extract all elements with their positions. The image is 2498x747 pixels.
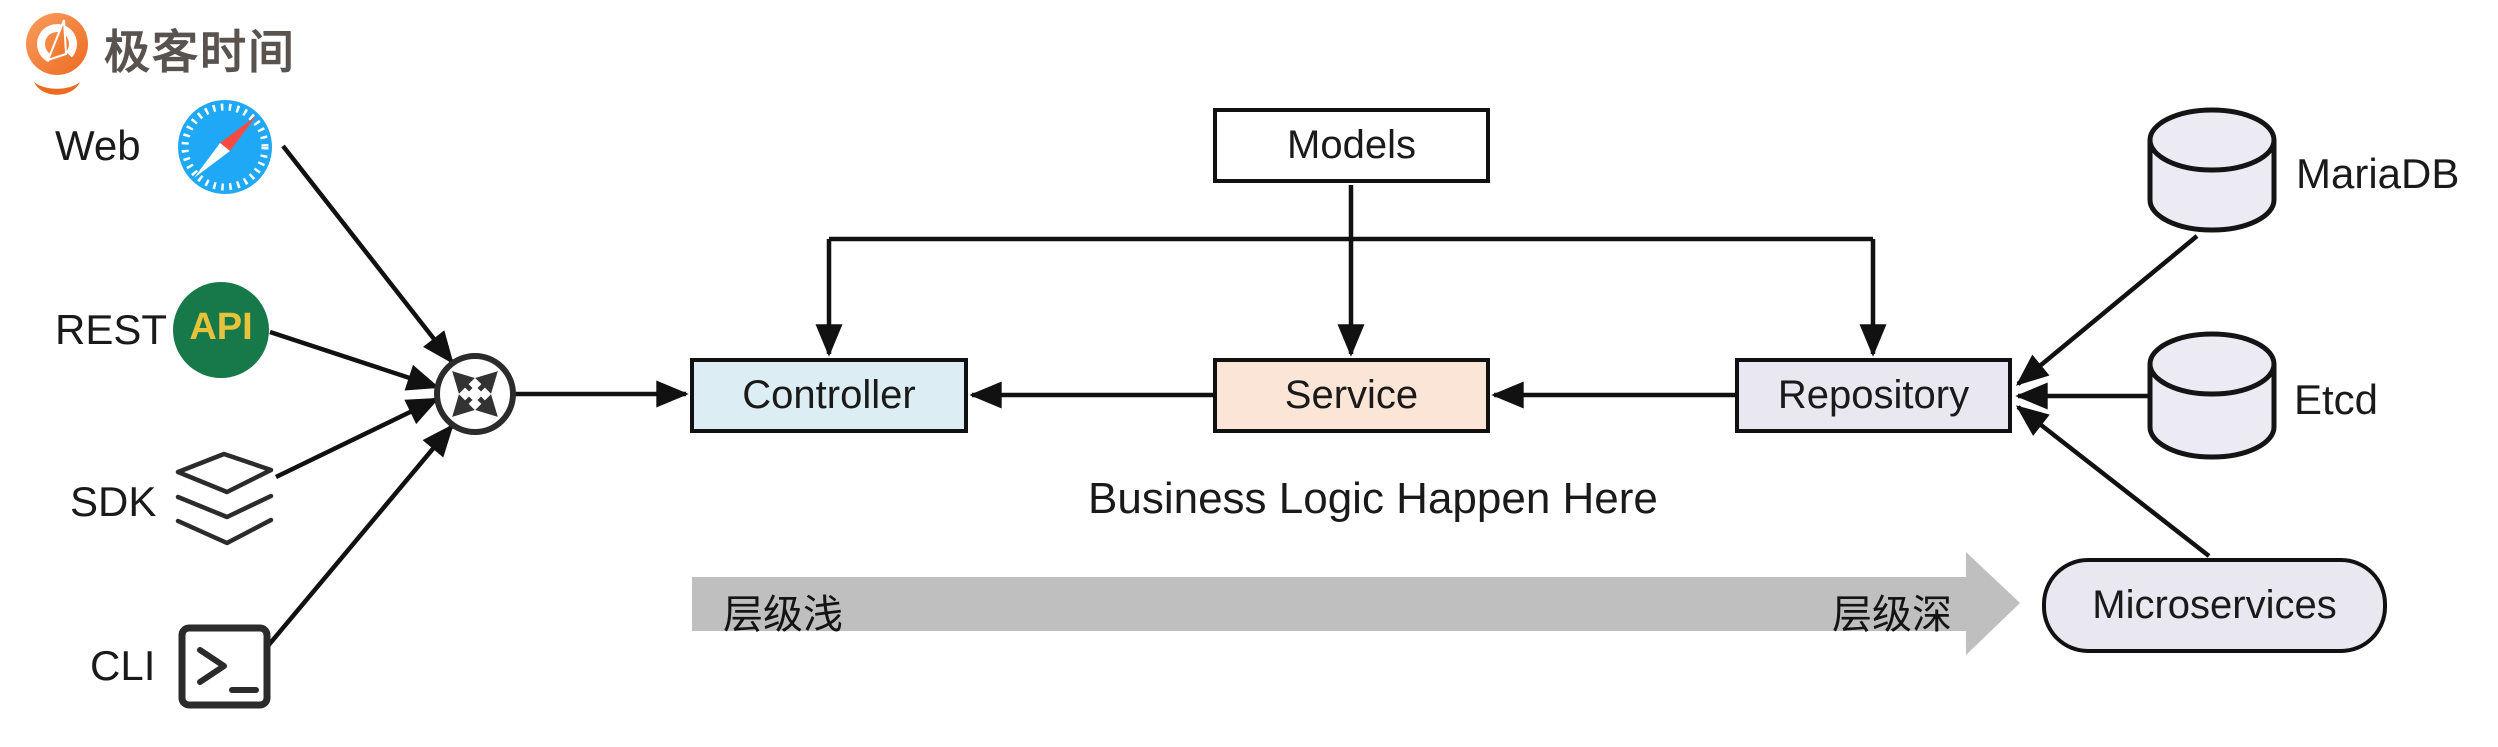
arrow-sdk-to-gateway — [275, 396, 440, 480]
controller-label: Controller — [742, 373, 916, 417]
layers-stack-icon — [175, 451, 274, 546]
depth-deep-label: 层级深 — [1832, 593, 1952, 637]
service-label: Service — [1284, 373, 1419, 417]
models-box: Models — [1213, 108, 1490, 183]
terminal-prompt-icon — [178, 624, 271, 709]
microservices-box: Microservices — [2042, 558, 2387, 653]
arrow-microservices-to-repository — [2015, 405, 2211, 558]
depth-shallow-label: 层级浅 — [723, 593, 843, 637]
service-box: Service — [1213, 358, 1490, 433]
arrow-cli-to-gateway — [265, 423, 454, 649]
geektime-logo-icon — [26, 13, 88, 95]
repository-box: Repository — [1735, 358, 2012, 433]
business-logic-note: Business Logic Happen Here — [1088, 474, 1658, 523]
depth-gradient-arrow — [692, 552, 2020, 655]
router-icon — [434, 353, 516, 435]
client-label-cli: CLI — [90, 642, 156, 689]
client-label-sdk: SDK — [70, 478, 157, 525]
api-badge-icon — [173, 282, 269, 378]
etcd-label: Etcd — [2294, 376, 2379, 423]
client-label-rest: REST — [55, 306, 168, 353]
arrow-rest-to-gateway — [269, 329, 440, 391]
etcd-cylinder-icon — [2147, 331, 2277, 460]
microservices-label: Microservices — [2092, 583, 2337, 627]
mariadb-label: MariaDB — [2296, 150, 2460, 197]
api-badge-label: API — [189, 306, 253, 348]
brand-name: 极客时间 — [104, 26, 296, 78]
client-label-web: Web — [55, 122, 141, 169]
models-label: Models — [1287, 123, 1416, 167]
arrow-mariadb-to-repository — [2015, 234, 2199, 386]
arrow-web-to-gateway — [281, 144, 454, 365]
mariadb-cylinder-icon — [2147, 107, 2277, 233]
controller-box: Controller — [690, 358, 968, 433]
repository-label: Repository — [1777, 373, 1970, 417]
safari-compass-icon — [178, 100, 272, 194]
